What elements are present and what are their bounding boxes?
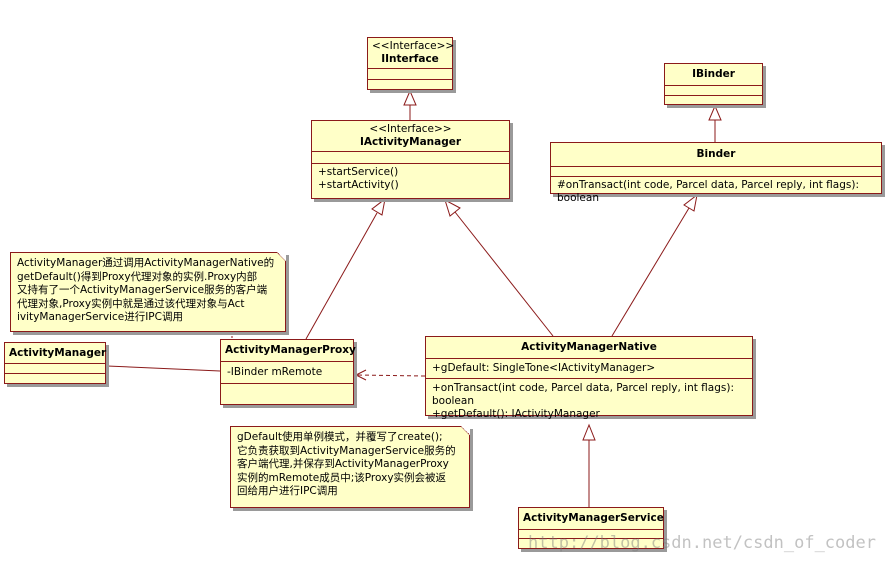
arrowhead-service-native: [582, 423, 596, 441]
note-line: gDefault使用单例模式，并覆写了create();: [237, 431, 443, 443]
edge-native-binder: [611, 207, 690, 337]
note-line: 又持有了一个ActivityManagerService服务的客户端: [17, 284, 268, 296]
method: +getDefault(): IActivityManager: [432, 408, 600, 420]
activitymanagerservice-attributes: [519, 529, 663, 538]
iinterface-attributes: [368, 68, 452, 79]
arrowhead-proxy-iam: [371, 197, 386, 216]
edge-native-iactivitymanager: [454, 211, 554, 337]
binder-methods: #onTransact(int code, Parcel data, Parce…: [551, 176, 881, 207]
note-line: ivityManagerService进行IPC调用: [17, 311, 183, 323]
class-iactivitymanager[interactable]: <<Interface>> IActivityManager +startSer…: [311, 120, 510, 199]
arrowhead-native-proxy: [354, 369, 367, 381]
class-ibinder[interactable]: IBinder: [664, 63, 763, 105]
edge-native-proxy: [356, 374, 426, 377]
note-gdefault-explanation: gDefault使用单例模式，并覆写了create(); 它负责获取到Activ…: [230, 426, 470, 508]
method: +onTransact(int code, Parcel data, Parce…: [432, 382, 734, 407]
method: +startActivity(): [318, 179, 399, 191]
note-line: 实例的mRemote成员中;该Proxy实例会被返: [237, 471, 447, 484]
activitymanagerproxy-attributes: -IBinder mRemote: [221, 361, 353, 383]
activitymanagernative-attributes: +gDefault: SingleTone<IActivityManager>: [426, 358, 752, 378]
note-line: 回给用户进行IPC调用: [237, 485, 338, 497]
class-activitymanagerservice[interactable]: ActivityManagerService: [518, 507, 664, 549]
class-iinterface[interactable]: <<Interface>> IInterface: [367, 37, 455, 90]
method: +startService(): [318, 166, 399, 178]
activitymanagerproxy-methods: [221, 383, 353, 397]
watermark: http://blog.csdn.net/csdn_of_coder: [528, 533, 876, 553]
ibinder-attributes: [665, 85, 762, 95]
class-activitymanager[interactable]: ActivityManager: [4, 342, 106, 384]
class-binder[interactable]: Binder #onTransact(int code, Parcel data…: [550, 142, 882, 204]
class-activitymanagernative[interactable]: ActivityManagerNative +gDefault: SingleT…: [425, 336, 753, 420]
note-proxy-explanation: ActivityManager通过调用ActivityManagerNative…: [10, 252, 286, 332]
activitymanager-methods: [5, 373, 105, 383]
activitymanagerproxy-name: ActivityManagerProxy: [225, 344, 356, 356]
activitymanagernative-name: ActivityManagerNative: [521, 341, 657, 353]
method: #onTransact(int code, Parcel data, Parce…: [557, 179, 859, 204]
iactivitymanager-methods: +startService() +startActivity(): [312, 163, 509, 194]
edge-proxy-iactivitymanager: [305, 212, 378, 340]
activitymanager-attributes: [5, 363, 105, 373]
arrowhead-ibinder: [708, 104, 722, 121]
note-line: ActivityManager通过调用ActivityManagerNative…: [17, 257, 275, 269]
binder-name: Binder: [696, 148, 736, 160]
activitymanagernative-methods: +onTransact(int code, Parcel data, Parce…: [426, 378, 752, 423]
arrowhead-native-iam: [444, 198, 461, 217]
iinterface-methods: [368, 79, 452, 90]
iactivitymanager-attributes: [312, 151, 509, 163]
iinterface-name: IInterface: [381, 53, 439, 65]
iactivitymanager-stereotype: <<Interface>>: [369, 123, 452, 135]
edge-am-proxy: [106, 365, 221, 372]
activitymanagerservice-methods: [519, 538, 663, 547]
arrowhead-iinterface: [403, 89, 417, 106]
attribute: +gDefault: SingleTone<IActivityManager>: [432, 362, 656, 374]
iactivitymanager-name: IActivityManager: [359, 136, 462, 148]
activitymanager-name: ActivityManager: [9, 347, 107, 359]
note-line: getDefault()得到Proxy代理对象的实例.Proxy内部: [17, 270, 258, 283]
ibinder-name: IBinder: [692, 68, 735, 80]
attribute: -IBinder mRemote: [227, 366, 323, 378]
note-line: 它负责获取到ActivityManagerService服务的: [237, 444, 456, 457]
ibinder-methods: [665, 95, 762, 105]
activitymanagerservice-name: ActivityManagerService: [523, 512, 664, 524]
note-line: 代理对象,Proxy实例中就是通过该代理对象与Act: [17, 297, 245, 310]
class-activitymanagerproxy[interactable]: ActivityManagerProxy -IBinder mRemote: [220, 339, 356, 405]
arrowhead-native-binder: [683, 193, 698, 212]
binder-attributes: [551, 166, 881, 176]
iinterface-stereotype: <<Interface>>: [372, 40, 455, 52]
note-line: 客户端代理,并保存到ActivityManagerProxy: [237, 458, 449, 470]
